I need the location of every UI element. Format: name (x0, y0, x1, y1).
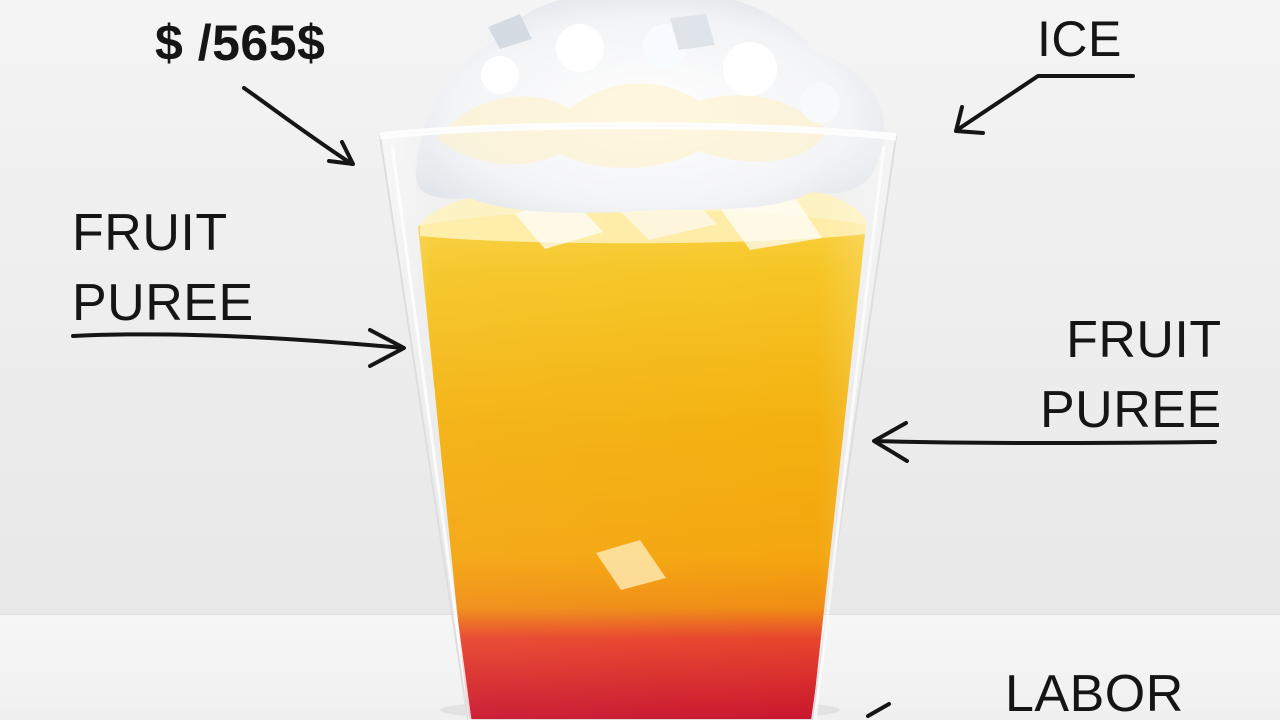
price-arrow-head (327, 140, 355, 166)
ice-annotation: ICE (1037, 11, 1122, 67)
fruit-puree-left-arrow-head (368, 328, 406, 368)
price-arrow (242, 86, 354, 166)
ice-arrow-head (954, 105, 985, 135)
cup-right-edge (813, 145, 886, 720)
fruit-puree-left-line-1: FRUIT (72, 204, 228, 262)
fruit-puree-left-arrow (71, 332, 405, 350)
fruit-puree-right-annotation: FRUIT PUREE (1040, 305, 1222, 445)
fruit-puree-right-arrow (873, 439, 1217, 445)
price-annotation: $ /565$ (155, 15, 326, 71)
fruit-puree-right-line-1: FRUIT (1066, 311, 1222, 369)
fruit-puree-left-annotation: FRUIT PUREE (72, 198, 254, 338)
fruit-puree-right-line-2: PUREE (1040, 381, 1222, 439)
fruit-puree-left-line-2: PUREE (72, 274, 254, 332)
labor-annotation: LABOR (1005, 665, 1184, 720)
annotation-arrows (71, 74, 1217, 718)
cup-rim (379, 122, 897, 141)
cup-left-edge (390, 144, 472, 720)
ice-arrow (955, 74, 1135, 132)
fruit-puree-right-arrow-head (872, 421, 909, 463)
labor-arrow-stub (866, 702, 891, 718)
